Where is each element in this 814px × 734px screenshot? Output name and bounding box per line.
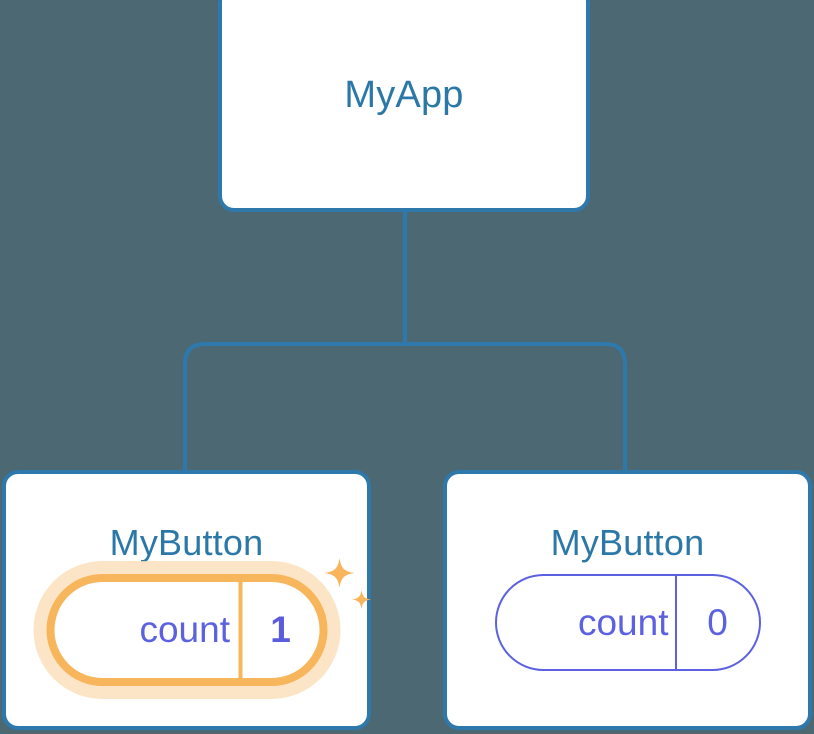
state-key-right: count [577, 601, 669, 643]
node-mybutton-right-title: MyButton [550, 522, 705, 563]
node-mybutton-left[interactable]: MyButton count 1 [2, 470, 371, 730]
node-myapp-title: MyApp [344, 74, 464, 116]
edge-branch-bus [183, 342, 627, 472]
node-mybutton-right[interactable]: MyButton count 0 [443, 470, 812, 730]
state-pill-right[interactable]: count 0 [494, 574, 761, 671]
node-myapp[interactable]: MyApp [218, 0, 590, 212]
state-pill-left[interactable]: count 1 [33, 558, 371, 699]
state-value-right: 0 [674, 576, 759, 669]
node-mybutton-left-title: MyButton [109, 522, 264, 563]
state-value-left: 1 [238, 582, 319, 678]
state-key-left: count [139, 609, 230, 650]
